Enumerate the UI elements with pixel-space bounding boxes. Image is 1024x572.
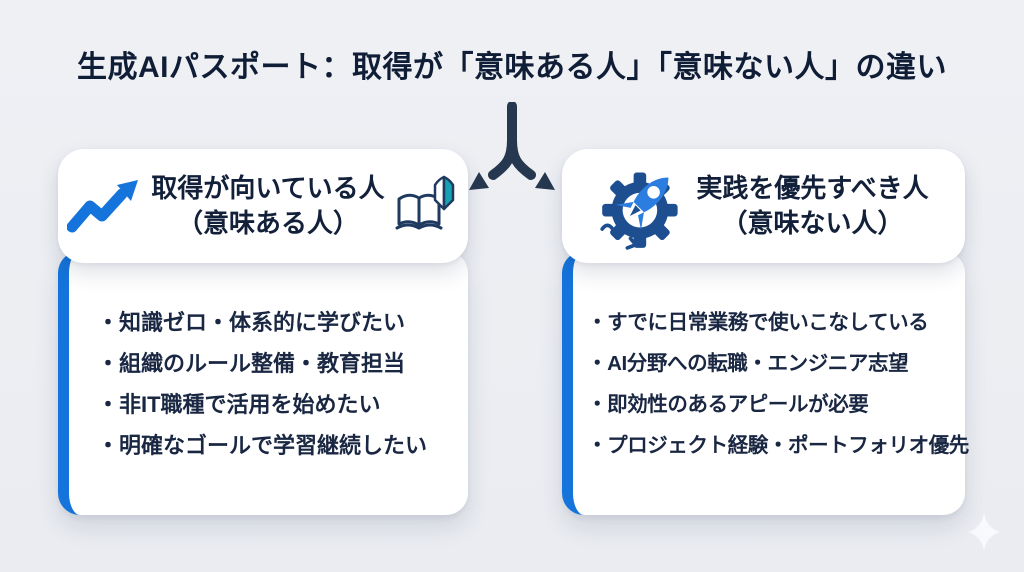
right-column: 実践を優先すべき人 （意味ない人） ・すでに日常業務で使いこなしている ・AI分… [562,0,969,572]
list-item: ・知識ゼロ・体系的に学びたい [97,310,406,335]
list-item: ・非IT職種で活用を始めたい [97,392,381,417]
left-column: 取得が向いている人 （意味ある人） ・知識ゼロ・体系的に学びたい ・組織のルール… [58,0,468,572]
right-card-body: ・すでに日常業務で使いこなしている ・AI分野への転職・エンジニア志望 ・即効性… [562,251,969,515]
left-card-header: 取得が向いている人 （意味ある人） [58,149,468,263]
arrowhead-right [535,172,555,190]
right-card-list: ・すでに日常業務で使いこなしている ・AI分野への転職・エンジニア志望 ・即効性… [573,251,969,466]
list-item: ・すでに日常業務で使いこなしている [587,311,929,334]
left-heading-line2: （意味ある人） [176,208,359,238]
open-book-beginner-icon [395,175,454,230]
list-item: ・明確なゴールで学習継続したい [97,433,428,458]
left-card-list: ・知識ゼロ・体系的に学びたい ・組織のルール整備・教育担当 ・非IT職種で活用を… [69,251,468,466]
right-card-heading: 実践を優先すべき人 （意味ない人） [696,171,928,241]
list-item: ・組織のルール整備・教育担当 [97,351,406,376]
right-card-header: 実践を優先すべき人 （意味ない人） [562,149,965,263]
gear-rocket-icon [600,172,679,250]
sparkle-icon [968,513,1000,551]
left-card-heading: 取得が向いている人 （意味ある人） [151,171,384,241]
list-item: ・プロジェクト経験・ポートフォリオ優先 [587,434,969,457]
right-heading-line1: 実践を優先すべき人 [696,173,929,203]
branch-arrow-icon [469,102,555,190]
trending-up-icon [67,180,139,233]
left-heading-line1: 取得が向いている人 [151,173,385,203]
left-card-body: ・知識ゼロ・体系的に学びたい ・組織のルール整備・教育担当 ・非IT職種で活用を… [58,251,468,515]
list-item: ・AI分野への転職・エンジニア志望 [587,352,909,375]
right-heading-line2: （意味ない人） [721,208,904,238]
arrowhead-left [469,172,489,190]
page-title: 生成AIパスポート：取得が「意味ある人」「意味ない人」の違い [77,51,947,84]
list-item: ・即効性のあるアピールが必要 [587,393,869,416]
